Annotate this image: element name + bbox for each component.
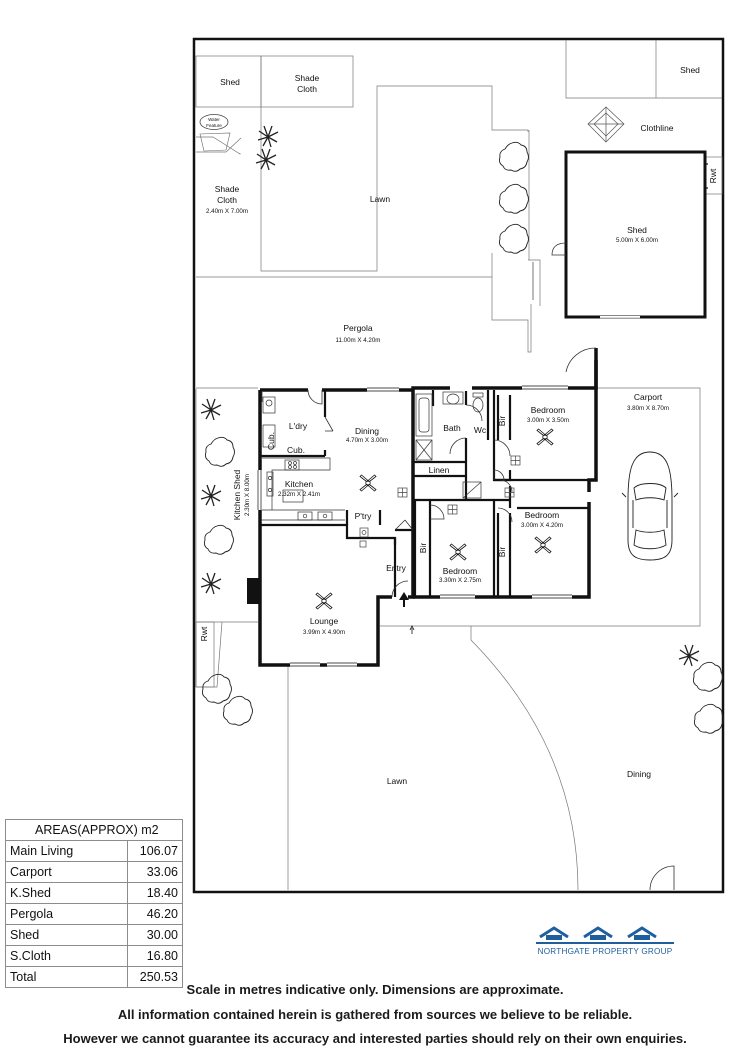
label-pergola-dim: 11.00m X 4.20m xyxy=(336,337,381,344)
car-icon xyxy=(621,451,679,561)
label-kitchen-shed: Kitchen Shed xyxy=(232,469,242,520)
label-bedroom-3: Bedroom xyxy=(443,566,478,576)
label-shade-cloth-left-2: Cloth xyxy=(217,195,237,205)
label-laundry: L'dry xyxy=(289,421,308,431)
label-shed-top-left: Shed xyxy=(220,77,240,87)
internal-walls xyxy=(260,390,589,597)
vegetation xyxy=(200,125,724,734)
label-wc: Wc xyxy=(474,425,487,435)
label-bedroom-1: Bedroom xyxy=(531,405,566,415)
company-logo-text: NORTHGATE PROPERTY GROUP xyxy=(537,947,673,956)
area-value: 46.20 xyxy=(127,903,183,925)
room-labels: Shed Shade Cloth Water Feature Shade Clo… xyxy=(199,65,718,786)
area-name: Main Living xyxy=(5,840,128,862)
area-name: Pergola xyxy=(5,903,128,925)
label-carport-dim: 3.80m X 8.70m xyxy=(627,405,669,412)
label-entry: Entry xyxy=(386,563,407,573)
label-cub-2: Cub. xyxy=(287,445,305,455)
area-value: 30.00 xyxy=(127,924,183,946)
fireplace xyxy=(247,578,260,604)
area-name: Carport xyxy=(5,861,128,883)
door-swings xyxy=(307,347,675,891)
entry-arrow xyxy=(399,592,415,634)
label-water-feature-1: Water xyxy=(208,117,220,122)
disclaimer: Scale in metres indicative only. Dimensi… xyxy=(0,978,750,1052)
label-bedroom-2-dim: 3.00m X 4.20m xyxy=(521,522,563,529)
disclaimer-line-1: Scale in metres indicative only. Dimensi… xyxy=(186,982,564,997)
company-logo xyxy=(536,926,674,944)
label-shed-main-dim: 5.00m X 6.00m xyxy=(616,237,658,244)
label-bedroom-3-dim: 3.30m X 2.75m xyxy=(439,577,481,584)
label-rwt-left: Rwt xyxy=(199,626,209,641)
label-kitchen: Kitchen xyxy=(285,479,314,489)
label-pergola: Pergola xyxy=(343,323,373,333)
clothline-symbol xyxy=(587,106,625,143)
label-dining-dim: 4.70m X 3.00m xyxy=(346,437,388,444)
label-shade-cloth-left-1: Shade xyxy=(215,184,240,194)
label-carport: Carport xyxy=(634,392,663,402)
area-name: K.Shed xyxy=(5,882,128,904)
label-shed-top-right: Shed xyxy=(680,65,700,75)
area-value: 16.80 xyxy=(127,945,183,967)
area-name: Total xyxy=(5,966,128,988)
label-lounge: Lounge xyxy=(310,616,339,626)
label-dining: Dining xyxy=(355,426,379,436)
areas-title: AREAS(APPROX) m2 xyxy=(5,819,183,841)
label-lawn-rear: Lawn xyxy=(370,194,391,204)
label-clothline: Clothline xyxy=(640,123,673,133)
label-lounge-dim: 3.99m X 4.90m xyxy=(303,629,345,636)
label-shade-cloth-top-2: Cloth xyxy=(297,84,317,94)
site-boundary xyxy=(192,37,725,894)
disclaimer-line-2: All information contained herein is gath… xyxy=(117,1006,633,1022)
label-kitchen-shed-dim: 2.30m X 8.00m xyxy=(244,474,251,516)
site-lines xyxy=(195,40,723,891)
label-cub-1: Cub. xyxy=(266,432,276,450)
label-dining-outside: Dining xyxy=(627,769,651,779)
label-shed-main: Shed xyxy=(627,225,647,235)
windows xyxy=(257,385,592,668)
label-kitchen-dim: 2.32m X 2.41m xyxy=(278,491,320,498)
water-feature-symbol xyxy=(199,114,231,152)
label-water-feature-2: Feature xyxy=(206,123,222,128)
bath-fixtures xyxy=(415,391,484,499)
area-value: 106.07 xyxy=(127,840,183,862)
label-bir-1: Bir xyxy=(497,416,507,427)
label-bedroom-1-dim: 3.00m X 3.50m xyxy=(527,417,569,424)
label-pantry: P'try xyxy=(355,511,372,521)
label-shade-cloth-left-dim: 2.40m X 7.00m xyxy=(206,208,248,215)
label-bir-3: Bir xyxy=(418,543,428,554)
label-rwt-right: Rwt xyxy=(708,168,718,183)
label-shade-cloth-top: Shade xyxy=(295,73,320,83)
disclaimer-line-3: However we cannot guarantee its accuracy… xyxy=(63,1031,687,1046)
area-name: Shed xyxy=(5,924,128,946)
kitchen-benches xyxy=(262,396,345,521)
area-value: 250.53 xyxy=(127,966,183,988)
label-lawn-front: Lawn xyxy=(387,776,408,786)
shed-door-swing xyxy=(551,242,567,256)
label-bath: Bath xyxy=(443,423,461,433)
label-linen: Linen xyxy=(429,465,450,475)
area-name: S.Cloth xyxy=(5,945,128,967)
label-bedroom-2: Bedroom xyxy=(525,510,560,520)
vents xyxy=(359,455,521,548)
area-value: 33.06 xyxy=(127,861,183,883)
area-value: 18.40 xyxy=(127,882,183,904)
label-bir-2: Bir xyxy=(497,547,507,558)
